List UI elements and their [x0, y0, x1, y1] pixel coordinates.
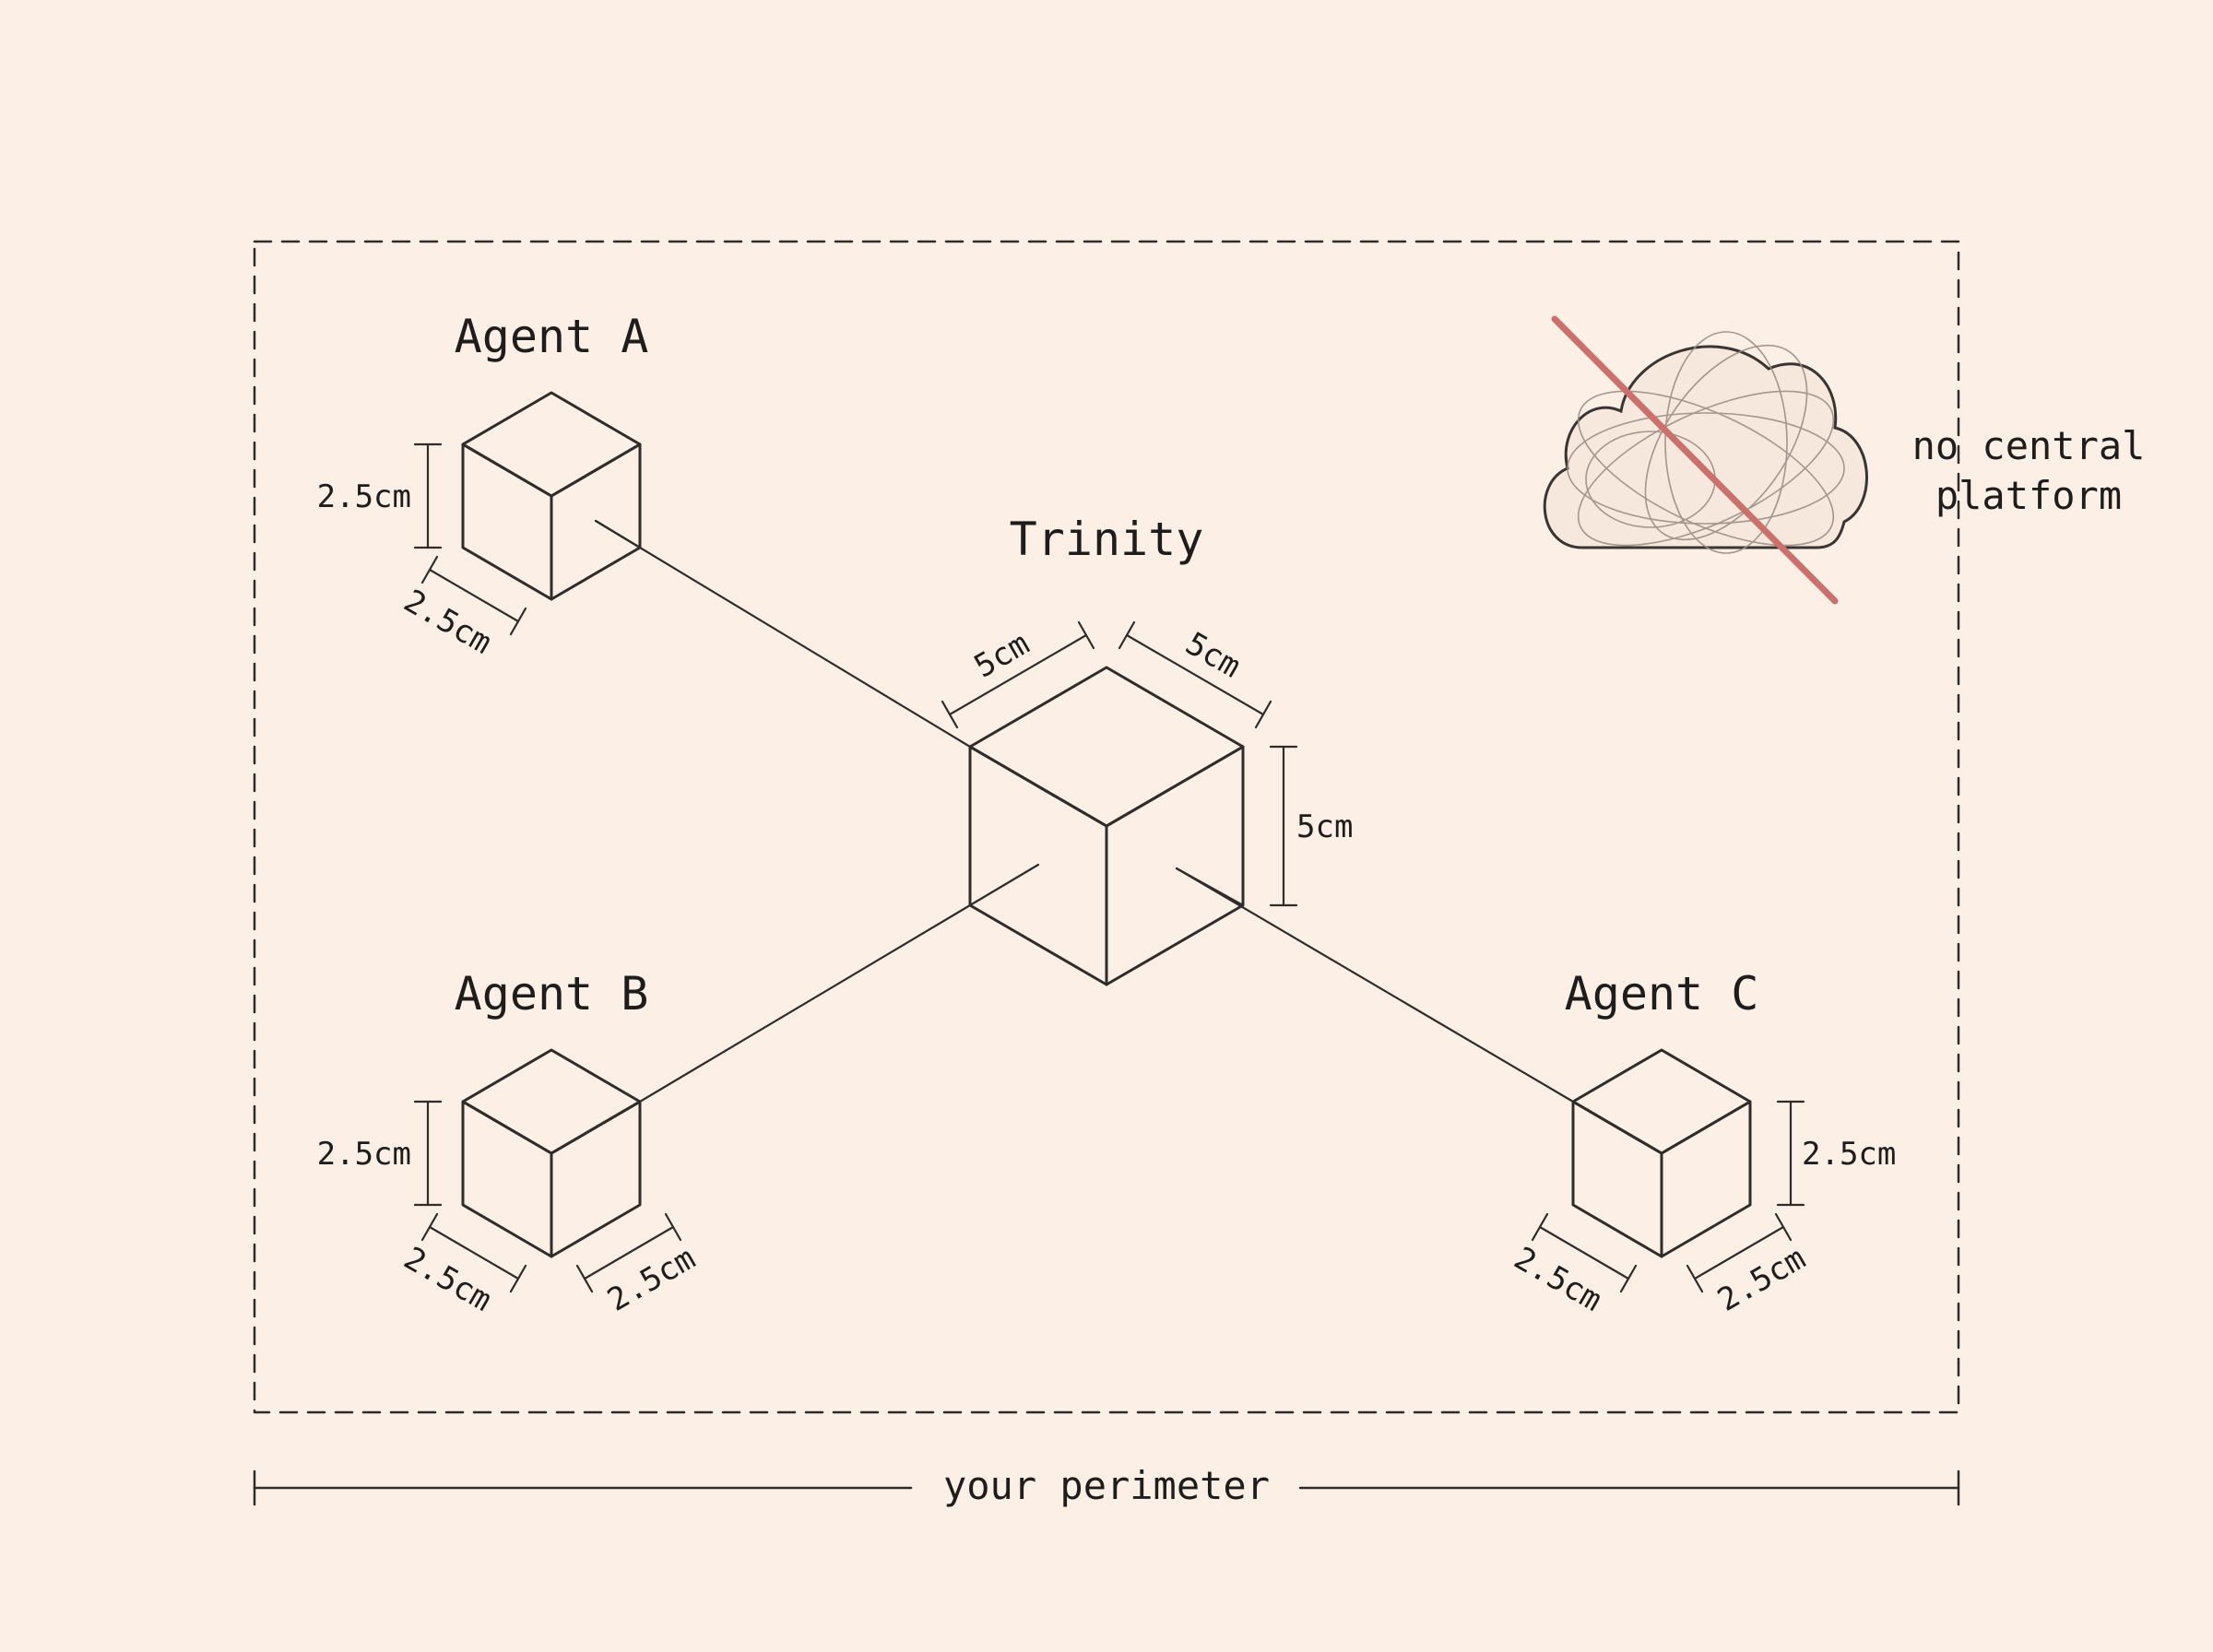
agent-c-dim-left: 2.5cm: [1508, 1240, 1608, 1319]
agent-c-title: Agent C: [1565, 967, 1759, 1021]
agent-a-dimensions: [413, 442, 527, 636]
agent-c-dim-height: 2.5cm: [1802, 1136, 1896, 1173]
cloud-note-line1: no central: [1912, 423, 2146, 468]
agent-b-cube: [461, 1048, 642, 1258]
trinity-cube-top-face: [968, 666, 1245, 828]
trinity-dim-left: 5cm: [968, 625, 1035, 685]
trinity-cube-right-face: [1105, 745, 1245, 986]
agent-c-cube-left-face: [1571, 1100, 1663, 1258]
agent-b-cube-top-face: [461, 1048, 642, 1155]
agent-c-cube: [1571, 1048, 1752, 1258]
trinity-dimensions: [941, 620, 1298, 907]
agent-c-dimensions: [1531, 1100, 1805, 1293]
agent-c-dim-right: 2.5cm: [1711, 1240, 1812, 1319]
agent-b-cube-right-face: [550, 1100, 642, 1258]
agent-c-cube-right-face: [1660, 1100, 1752, 1258]
cloud-icon: [1543, 315, 1868, 605]
perimeter-label: your perimeter: [943, 1463, 1270, 1508]
agent-a-cube-top-face: [461, 391, 642, 498]
connection-hub-c: [1175, 867, 1575, 1103]
trinity-dim-right: 5cm: [1179, 625, 1247, 685]
agent-b-dimensions: [413, 1100, 682, 1293]
trinity-cube: [968, 666, 1245, 986]
agent-c-cube-top-face: [1571, 1048, 1752, 1155]
agent-a-cube: [461, 391, 642, 601]
agent-b-dim-left: 2.5cm: [397, 1240, 498, 1319]
agent-b-dim-height: 2.5cm: [317, 1136, 411, 1173]
agent-a-title: Agent A: [455, 310, 649, 363]
connection-b-hub: [638, 903, 972, 1103]
agent-b-cube-left-face: [461, 1100, 553, 1258]
connection-a-hub: [594, 519, 972, 749]
perimeter-dimension: [253, 1469, 1960, 1506]
agent-a-dim-height: 2.5cm: [317, 478, 411, 515]
connections: [594, 519, 1575, 1103]
agent-a-dim-depth: 2.5cm: [397, 583, 498, 662]
agent-b-dim-right: 2.5cm: [601, 1240, 702, 1319]
trinity-dim-height: 5cm: [1296, 808, 1353, 845]
cloud-note-line2: platform: [1935, 473, 2122, 518]
agent-b-title: Agent B: [455, 967, 649, 1021]
strike-line: [1551, 315, 1839, 605]
trinity-title: Trinity: [1010, 513, 1204, 566]
agent-a-cube-left-face: [461, 442, 553, 601]
